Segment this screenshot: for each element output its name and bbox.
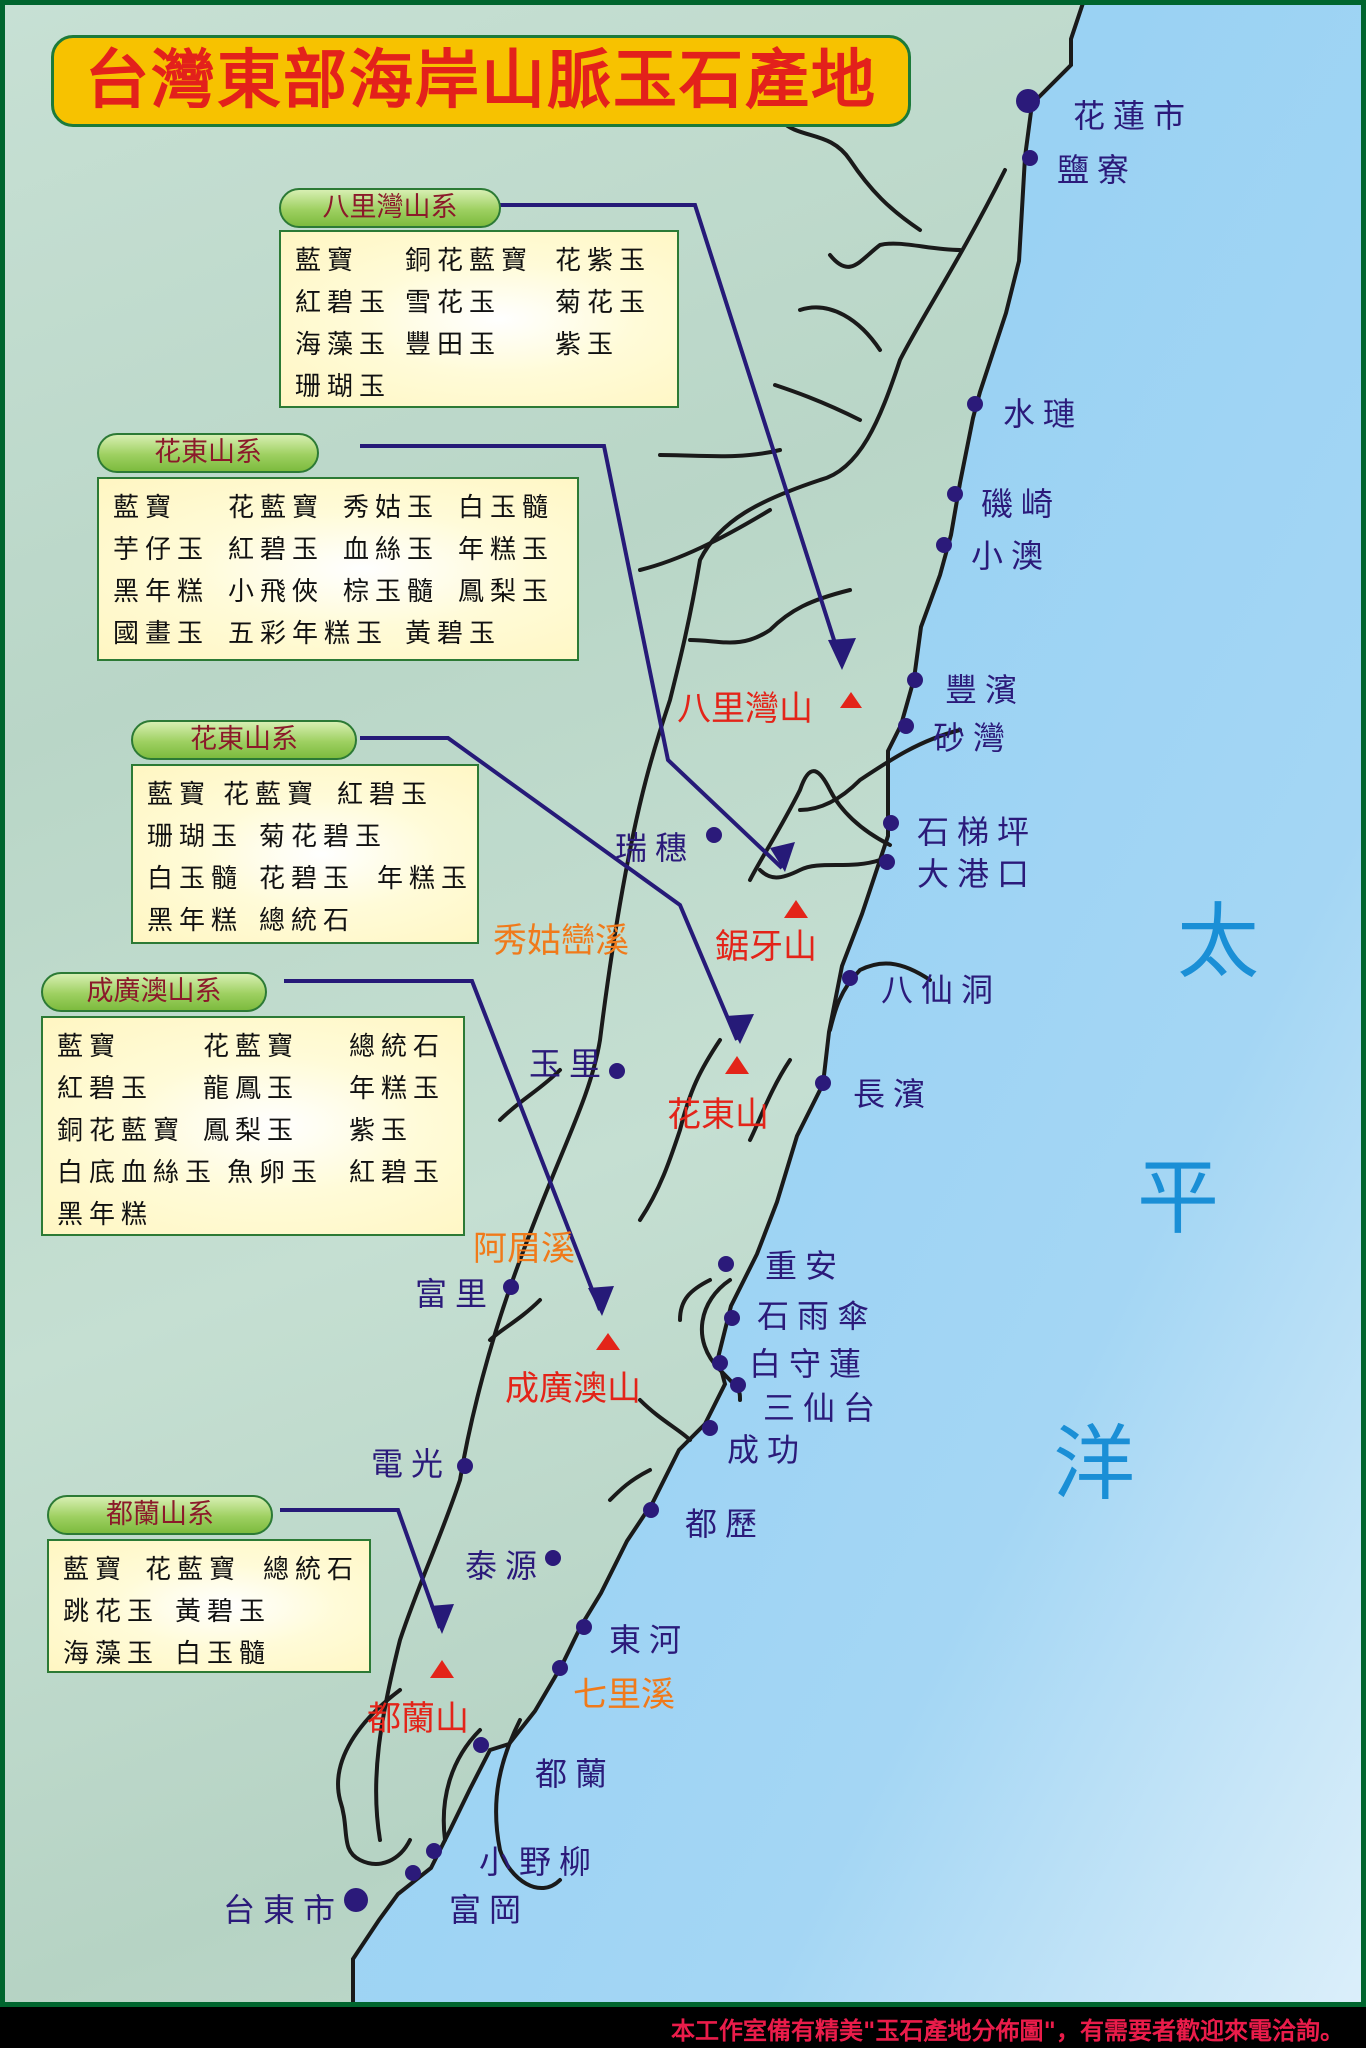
footer-bar: 本工作室備有精美"玉石產地分佈圖"，有需要者歡迎來電洽詢。: [0, 2007, 1366, 2048]
list-row: 藍寶銅花藍寶花紫玉: [295, 246, 652, 276]
range-box-chengguangao: 藍寶花藍寶總統石 紅碧玉龍鳳玉年糕玉 銅花藍寶鳳梨玉紫玉 白底血絲玉魚卵玉紅碧玉…: [41, 1016, 465, 1236]
map-canvas: [280, 5, 1361, 2002]
list-row: 國畫玉五彩年糕玉黃碧玉: [113, 619, 502, 649]
mountain-baliwan: 八里灣山: [677, 689, 813, 729]
town-dianguang: 電光: [371, 1445, 452, 1483]
mountain-triangles: [430, 692, 862, 1678]
town-baishoulian: 白守蓮: [749, 1345, 870, 1383]
town-ruisui: 瑞穗: [615, 829, 696, 867]
town-shuilian: 水璉: [1003, 395, 1084, 433]
town-dagangkou: 大港口: [917, 855, 1038, 893]
town-chenggong: 成功: [727, 1431, 808, 1469]
mountain-juya: 鋸牙山: [715, 927, 817, 967]
river-qili: 七里溪: [573, 1675, 675, 1715]
town-sanxiantai: 三仙台: [763, 1389, 884, 1427]
list-row: 珊瑚玉菊花碧玉: [147, 822, 388, 852]
list-row: 珊瑚玉: [295, 372, 392, 402]
range-box-baliwan: 藍寶銅花藍寶花紫玉 紅碧玉雪花玉菊花玉 海藻玉豐田玉紫玉 珊瑚玉: [279, 230, 679, 408]
arrow-heads: [430, 638, 856, 1634]
range-label-huadong-2: 花東山系: [131, 720, 357, 760]
town-hualien: 花蓮市: [1073, 97, 1194, 135]
town-jiqi: 磯崎: [981, 485, 1062, 523]
town-xiaoao: 小澳: [971, 537, 1052, 575]
range-label-huadong-1: 花東山系: [97, 433, 319, 473]
list-row: 芋仔玉紅碧玉血絲玉年糕玉: [113, 535, 555, 565]
mountain-dulan: 都蘭山: [367, 1699, 469, 1739]
range-label-chengguangao: 成廣澳山系: [41, 972, 267, 1012]
list-row: 紅碧玉龍鳳玉年糕玉: [57, 1074, 446, 1104]
list-row: 跳花玉黃碧玉: [63, 1597, 272, 1627]
range-label-balIwan: 八里灣山系: [279, 188, 501, 228]
list-row: 海藻玉豐田玉紫玉: [295, 330, 620, 360]
range-box-huadong-2: 藍寶花藍寶紅碧玉 珊瑚玉菊花碧玉 白玉髓花碧玉年糕玉 黑年糕總統石: [131, 764, 479, 944]
town-fuli: 富里: [415, 1275, 496, 1313]
town-fengbin: 豐濱: [945, 671, 1026, 709]
list-row: 藍寶花藍寶總統石: [63, 1555, 360, 1585]
town-fugang: 富岡: [449, 1891, 530, 1929]
town-chongan: 重安: [765, 1247, 846, 1285]
town-yuli: 玉里: [529, 1045, 610, 1083]
town-dulan: 都蘭: [535, 1755, 616, 1793]
town-taiyuan: 泰源: [465, 1547, 546, 1585]
list-row: 白玉髓花碧玉年糕玉: [147, 864, 474, 894]
map-title: 台灣東部海岸山脈玉石產地: [51, 35, 911, 127]
river-amei: 阿眉溪: [473, 1229, 575, 1269]
town-yanliao: 鹽寮: [1057, 151, 1138, 189]
range-box-dulan: 藍寶花藍寶總統石 跳花玉黃碧玉 海藻玉白玉髓: [47, 1539, 371, 1673]
footer-notice: 本工作室備有精美"玉石產地分佈圖"，有需要者歡迎來電洽詢。: [670, 2017, 1344, 2045]
pacific-ocean: [353, 5, 1361, 2002]
town-shawan: 砂灣: [933, 719, 1014, 757]
list-row: 黑年糕總統石: [147, 906, 356, 936]
river-xiuguluan: 秀姑巒溪: [493, 921, 629, 961]
town-duli: 都歷: [685, 1505, 766, 1543]
town-taitung: 台東市: [223, 1891, 344, 1929]
town-shitiping: 石梯坪: [917, 813, 1038, 851]
town-donghe: 東河: [609, 1621, 690, 1659]
leader-arrows: [280, 203, 844, 1629]
town-baxiandong: 八仙洞: [881, 971, 1002, 1009]
town-changbin: 長濱: [853, 1075, 934, 1113]
list-row: 黑年糕小飛俠棕玉髓鳳梨玉: [113, 577, 555, 607]
list-row: 紅碧玉雪花玉菊花玉: [295, 288, 652, 318]
list-row: 藍寶花藍寶紅碧玉: [147, 780, 434, 810]
list-row: 白底血絲玉魚卵玉紅碧玉: [57, 1158, 446, 1188]
ocean-label-tai: 太: [1177, 895, 1260, 990]
mountain-chengguangao: 成廣澳山: [505, 1369, 641, 1409]
town-xiaoyeliu: 小野柳: [479, 1843, 600, 1881]
list-row: 銅花藍寶鳳梨玉紫玉: [57, 1116, 414, 1146]
ocean-label-ping: 平: [1137, 1151, 1220, 1246]
range-box-huadong-1: 藍寶花藍寶秀姑玉白玉髓 芋仔玉紅碧玉血絲玉年糕玉 黑年糕小飛俠棕玉髓鳳梨玉 國畫…: [97, 477, 579, 661]
map-frame: 台灣東部海岸山脈玉石產地 八里灣山系 藍寶銅花藍寶花紫玉 紅碧玉雪花玉菊花玉 海…: [0, 0, 1366, 2007]
list-row: 海藻玉白玉髓: [63, 1639, 272, 1669]
ocean-label-yang: 洋: [1053, 1417, 1136, 1512]
list-row: 黑年糕: [57, 1200, 154, 1230]
range-label-dulan: 都蘭山系: [47, 1495, 273, 1535]
town-dots: [344, 89, 1040, 1912]
list-row: 藍寶花藍寶總統石: [57, 1032, 446, 1062]
town-shiyusan: 石雨傘: [757, 1297, 878, 1335]
mountain-huadong: 花東山: [667, 1095, 769, 1135]
list-row: 藍寶花藍寶秀姑玉白玉髓: [113, 493, 555, 523]
rivers: [336, 118, 1007, 1891]
